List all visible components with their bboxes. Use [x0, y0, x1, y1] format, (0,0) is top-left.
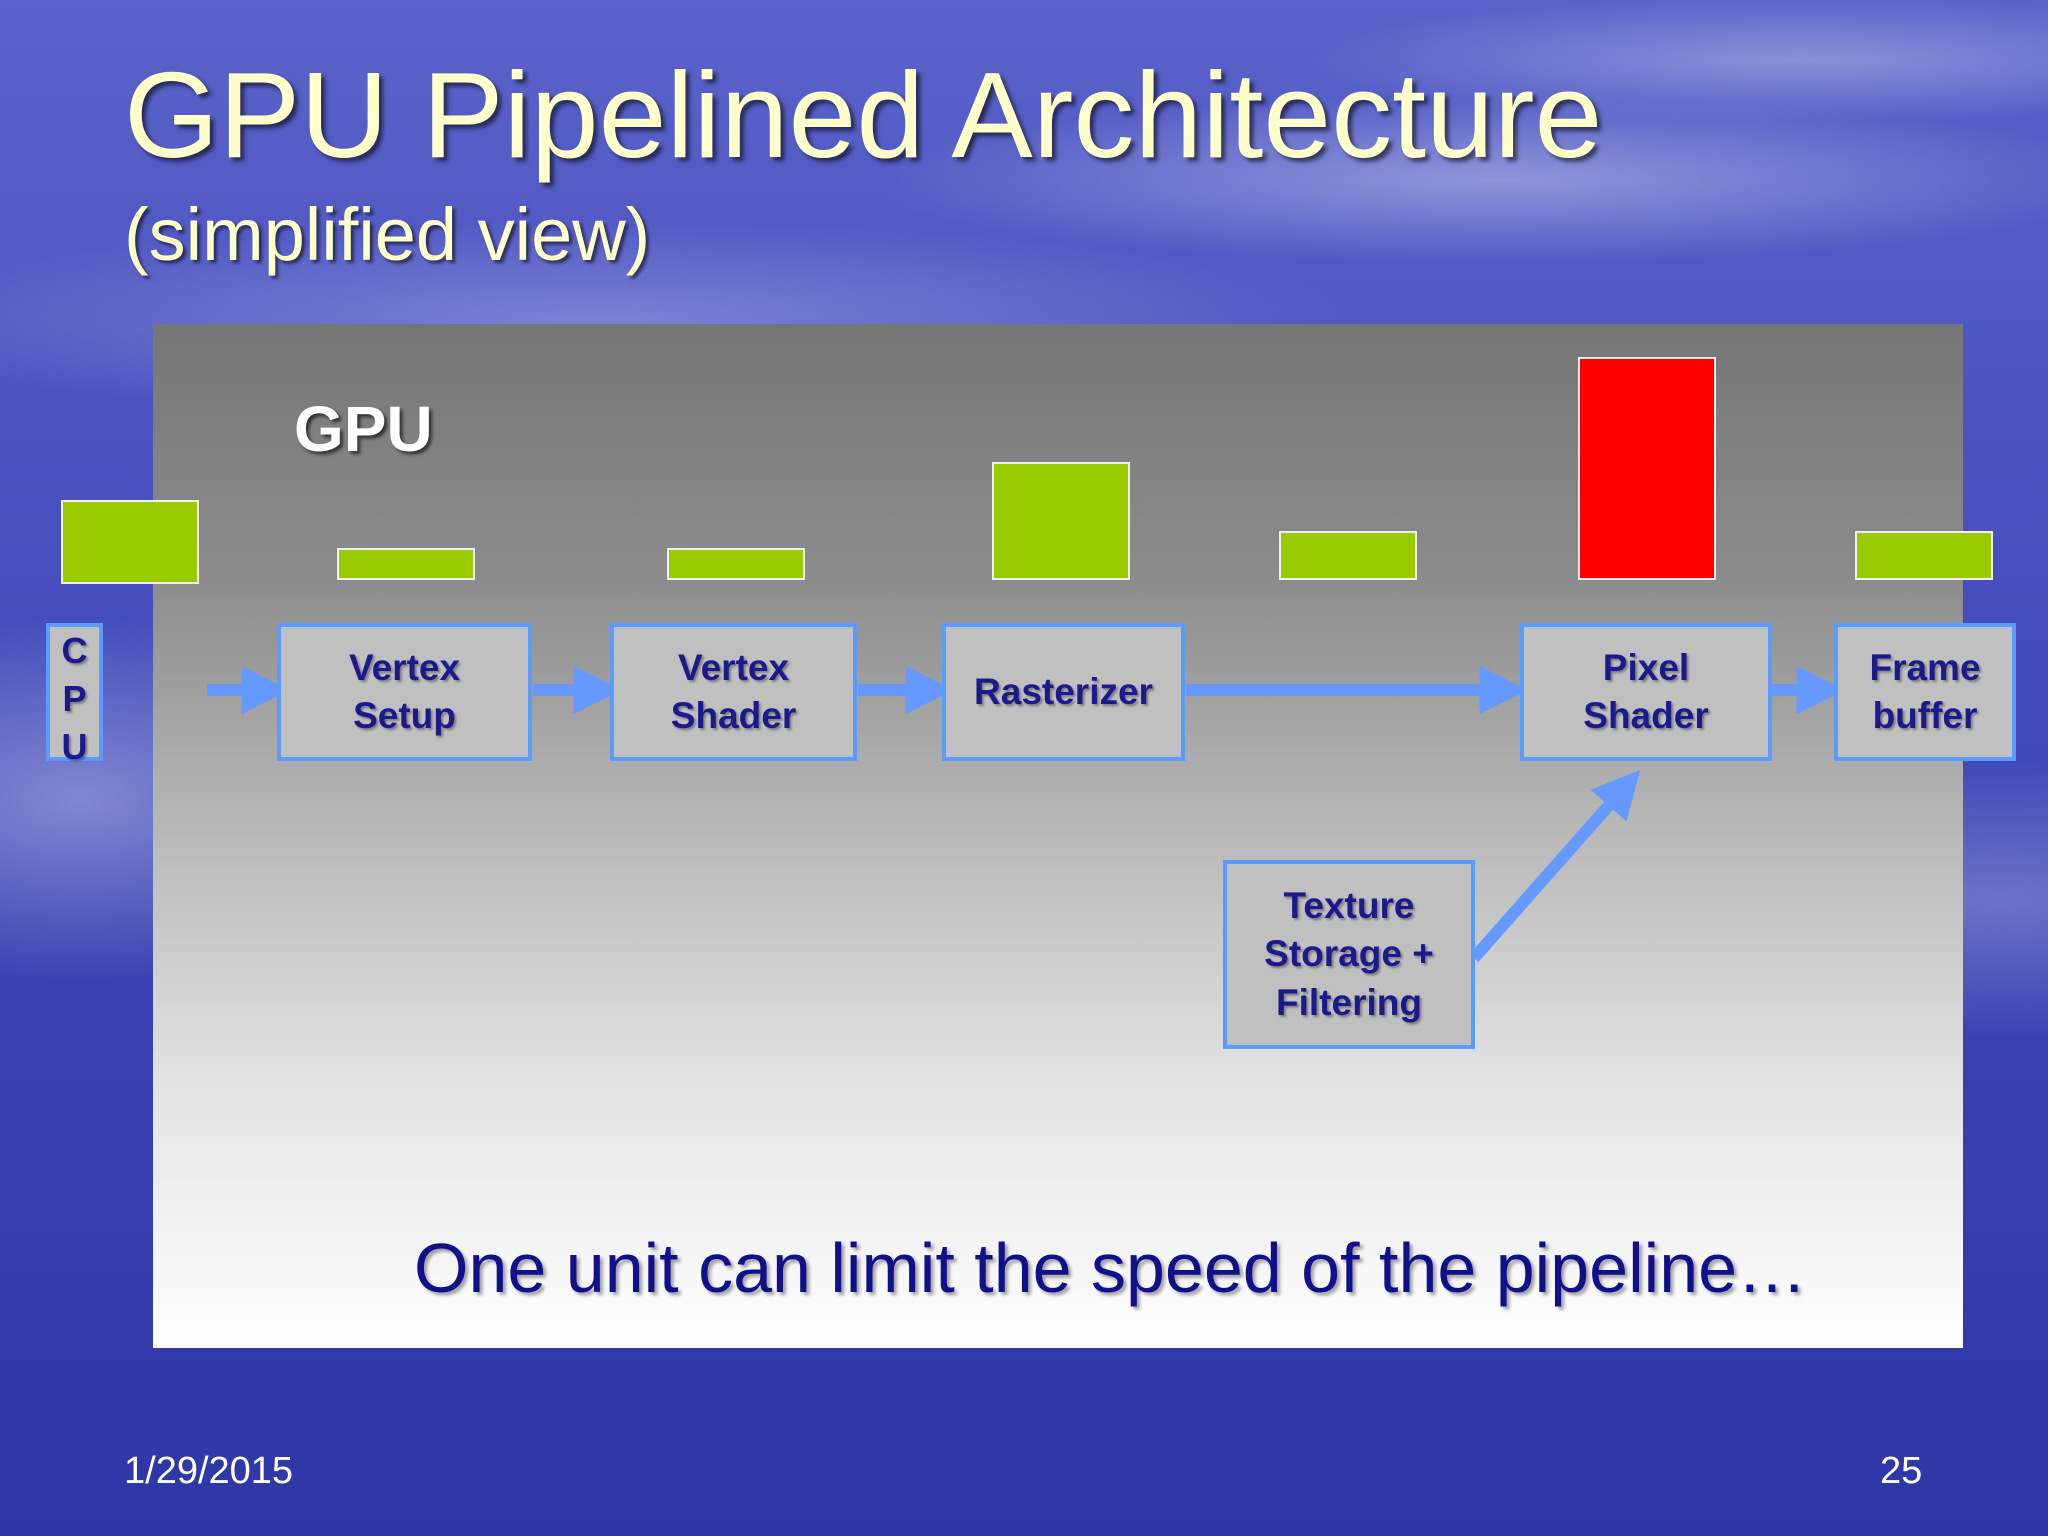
texture-storage-stage: Texture Storage + Filtering	[1223, 860, 1475, 1049]
pixel-shader-load-bar	[1578, 357, 1716, 580]
footer-date: 1/29/2015	[124, 1450, 294, 1492]
frame-buffer-load-bar	[1855, 531, 1993, 580]
vertex-setup-stage: Vertex Setup	[277, 623, 532, 761]
rasterizer-load-bar	[992, 462, 1130, 580]
vertex-shader-load-bar	[667, 548, 805, 580]
texture-load-bar	[1279, 531, 1417, 580]
gpu-label: GPU	[294, 393, 433, 465]
cpu-load-bar	[61, 500, 199, 584]
vertex-shader-stage: Vertex Shader	[610, 623, 857, 761]
takeaway-text: One unit can limit the speed of the pipe…	[414, 1229, 1808, 1307]
footer-page-number: 25	[1880, 1450, 1923, 1492]
frame-buffer-stage: Frame buffer	[1834, 623, 2016, 761]
slide-subtitle: (simplified view)	[124, 193, 651, 276]
cpu-box: C P U	[46, 623, 103, 767]
rasterizer-stage: Rasterizer	[942, 623, 1185, 761]
pixel-shader-stage: Pixel Shader	[1520, 623, 1772, 761]
vertex-setup-load-bar	[337, 548, 475, 580]
slide-title: GPU Pipelined Architecture	[124, 47, 1603, 183]
